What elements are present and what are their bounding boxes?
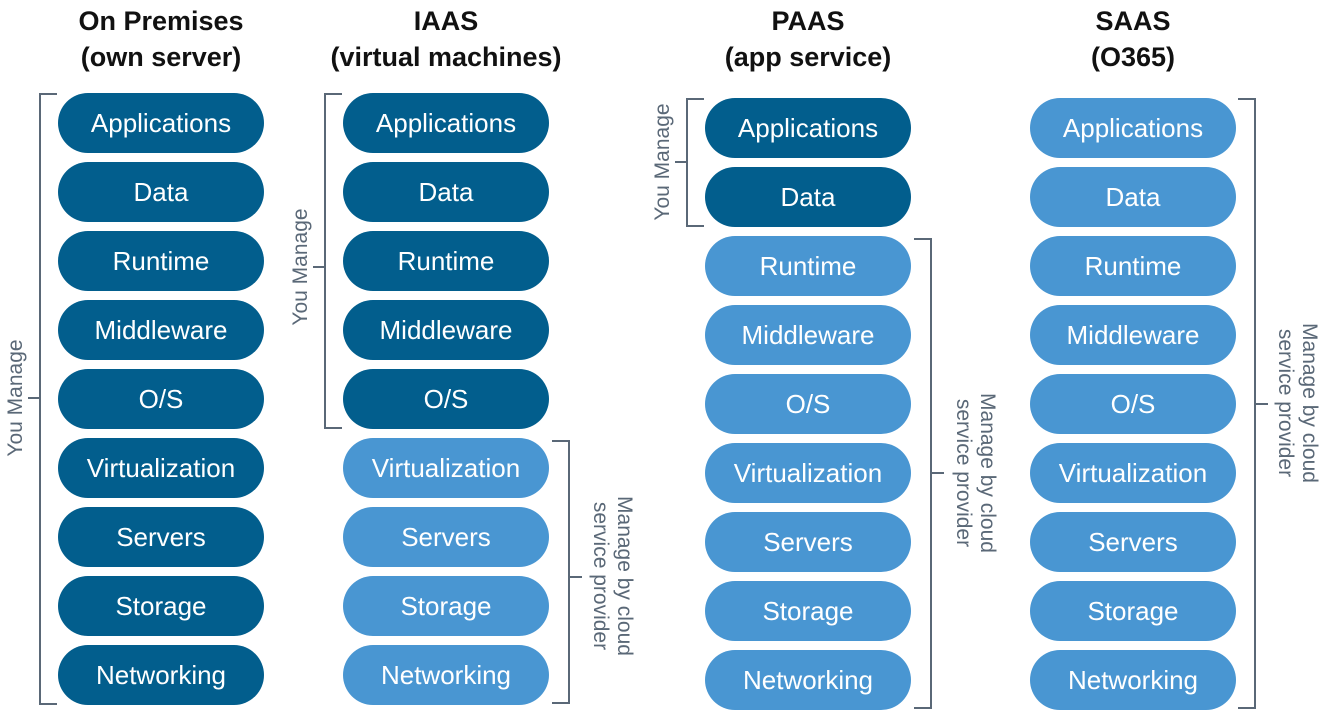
layer-servers: Servers [58,507,264,567]
layer-runtime: Runtime [1030,236,1236,296]
layer-applications: Applications [705,98,911,158]
provider-label-line-1: Manage by cloud [613,496,636,656]
layer-runtime: Runtime [705,236,911,296]
layer-applications: Applications [1030,98,1236,158]
layer-servers: Servers [705,512,911,572]
provider-label-line-1: Manage by cloud [976,393,999,553]
layer-data: Data [1030,167,1236,227]
title-line-1: IAAS [413,6,479,36]
layer-os: O/S [705,374,911,434]
bracket-tick [675,161,687,163]
column-title: SAAS (O365) [983,3,1283,75]
layer-virtualization: Virtualization [705,443,911,503]
layer-storage: Storage [705,581,911,641]
title-line-1: PAAS [771,6,845,36]
title-line-2: (virtual machines) [330,42,562,72]
layer-storage: Storage [343,576,549,636]
provider-bracket [1238,98,1256,709]
provider-label-line-2: service provider [952,398,975,548]
bracket-tick [570,576,582,578]
layer-runtime: Runtime [343,231,549,291]
layer-os: O/S [58,369,264,429]
title-line-1: On Premises [78,6,244,36]
layer-data: Data [58,162,264,222]
column-title: IAAS (virtual machines) [296,3,596,75]
title-line-2: (own server) [80,42,242,72]
layer-runtime: Runtime [58,231,264,291]
layer-virtualization: Virtualization [58,438,264,498]
provider-label-line-2: service provider [1274,328,1297,478]
title-line-2: (O365) [1090,42,1176,72]
bracket-tick [1256,403,1268,405]
you-manage-bracket [39,93,57,705]
you-manage-label: You Manage [651,103,674,221]
layer-data: Data [343,162,549,222]
provider-bracket [552,440,570,704]
you-manage-bracket [686,98,704,227]
layer-middleware: Middleware [705,305,911,365]
layer-applications: Applications [343,93,549,153]
column-title: On Premises (own server) [11,3,311,75]
provider-label-line-2: service provider [589,501,612,651]
column-title: PAAS (app service) [658,3,958,75]
layer-networking: Networking [343,645,549,705]
layer-data: Data [705,167,911,227]
title-line-2: (app service) [724,42,892,72]
layer-servers: Servers [343,507,549,567]
you-manage-label: You Manage [289,208,312,326]
layer-virtualization: Virtualization [343,438,549,498]
layer-storage: Storage [1030,581,1236,641]
provider-label-line-1: Manage by cloud [1298,323,1321,483]
bracket-tick [313,266,325,268]
layer-middleware: Middleware [1030,305,1236,365]
provider-label: Manage by cloud service provider [1273,323,1321,483]
layer-os: O/S [343,369,549,429]
layer-middleware: Middleware [343,300,549,360]
layer-networking: Networking [1030,650,1236,710]
provider-bracket [914,238,932,709]
bracket-tick [932,472,944,474]
you-manage-label: You Manage [4,339,27,457]
provider-label: Manage by cloud service provider [951,393,999,553]
layer-middleware: Middleware [58,300,264,360]
layer-networking: Networking [58,645,264,705]
provider-label: Manage by cloud service provider [588,496,636,656]
you-manage-bracket [324,93,342,429]
layer-networking: Networking [705,650,911,710]
layer-os: O/S [1030,374,1236,434]
bracket-tick [28,397,40,399]
title-line-1: SAAS [1095,6,1171,36]
layer-virtualization: Virtualization [1030,443,1236,503]
layer-servers: Servers [1030,512,1236,572]
layer-storage: Storage [58,576,264,636]
layer-applications: Applications [58,93,264,153]
